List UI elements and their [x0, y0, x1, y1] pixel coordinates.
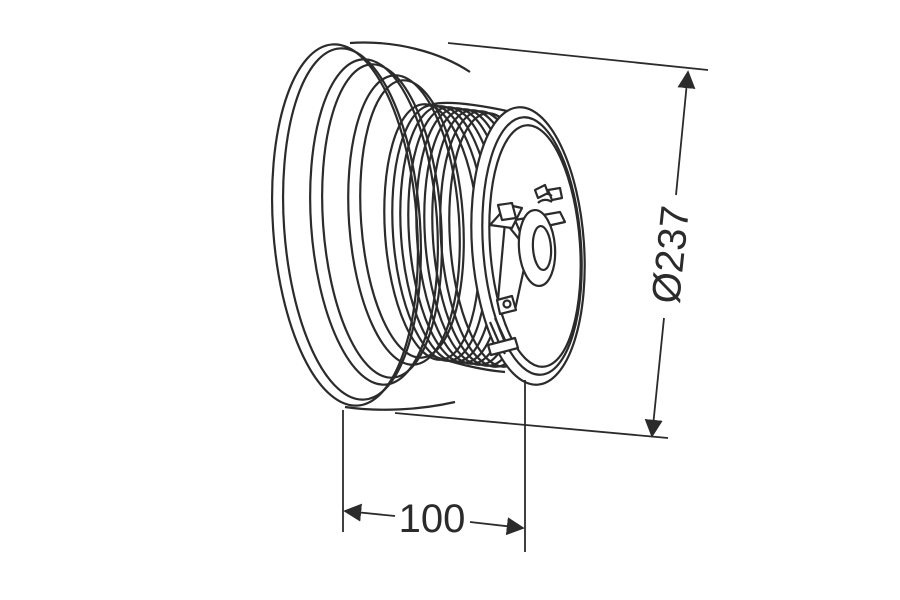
diameter-dimension-line-bottom — [644, 317, 665, 438]
dimension-lines — [342, 42, 709, 552]
hub-assembly — [486, 183, 567, 357]
diameter-dimension-line-top — [675, 70, 696, 196]
width-dimension-line-left — [343, 503, 396, 522]
diameter-extension-top — [447, 42, 709, 71]
cable-drum — [270, 41, 586, 411]
width-dimension-line-right — [469, 517, 525, 536]
width-dimension-label: 100 — [399, 497, 466, 541]
back-flange — [270, 41, 471, 411]
diameter-extension-bottom — [394, 412, 669, 439]
diameter-dimension-label: Ø237 — [644, 204, 698, 306]
